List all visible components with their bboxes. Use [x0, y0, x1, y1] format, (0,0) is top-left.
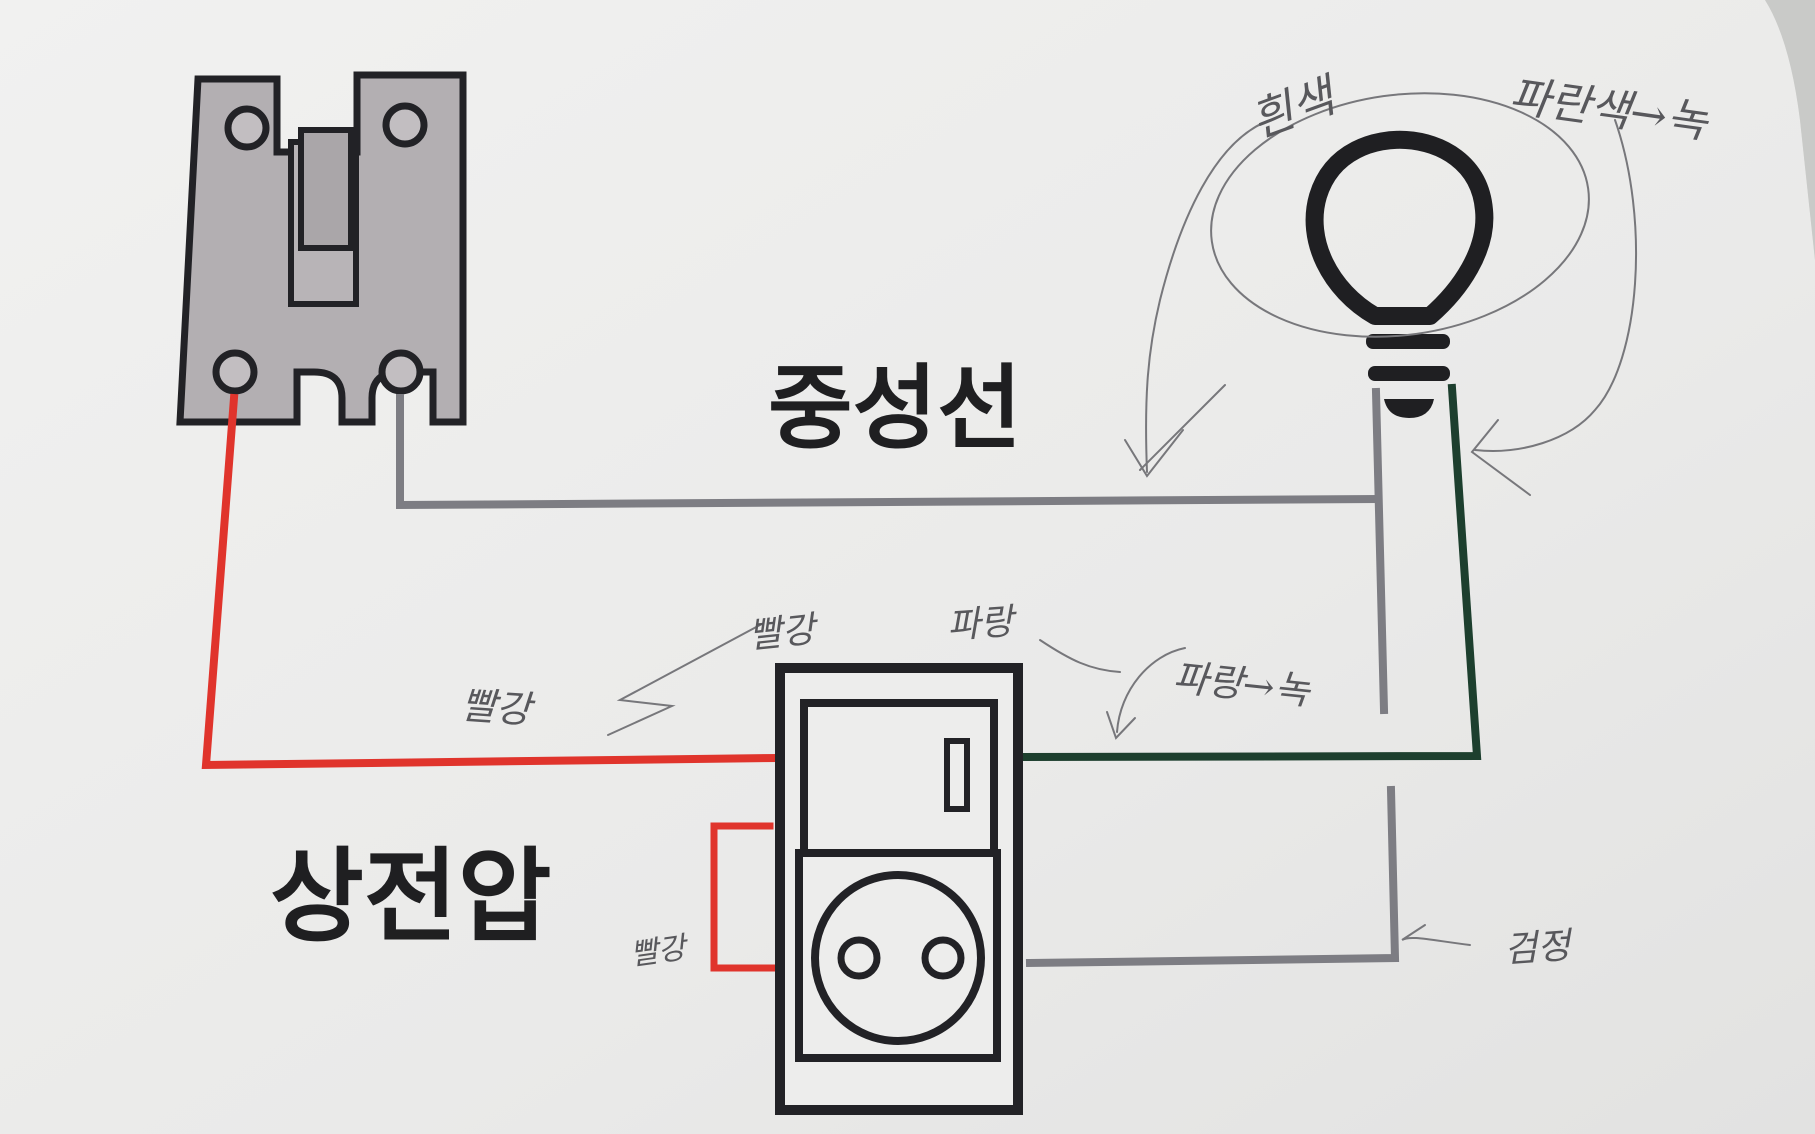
gray-neutral-wire — [396, 394, 1381, 510]
handwritten-red-left-label: 빨강 — [459, 683, 537, 732]
pencil-annotations — [607, 92, 1638, 946]
handwritten-red-top-label: 빨강 — [747, 609, 822, 657]
handwritten-red-loop-label: 빨강 — [628, 930, 691, 973]
handwritten-black-label: 검정 — [1503, 925, 1576, 971]
red-phase-wire — [201, 393, 781, 770]
gray-ground-wire — [1025, 785, 1400, 968]
paper-edge-shadow — [1765, 0, 1815, 260]
green-switched-wire — [1021, 383, 1482, 762]
handwritten-blue-label: 파랑 — [946, 601, 1020, 647]
red-jumper-wire — [710, 822, 776, 972]
light-bulb-icon — [1305, 130, 1494, 418]
gray-neutral-drop-wire — [1371, 387, 1389, 715]
circuit-breaker-icon — [176, 71, 467, 426]
phase-label: 상전압 — [270, 838, 552, 957]
switch-outlet-icon — [775, 663, 1023, 1115]
neutral-label: 중성선 — [768, 355, 1022, 462]
